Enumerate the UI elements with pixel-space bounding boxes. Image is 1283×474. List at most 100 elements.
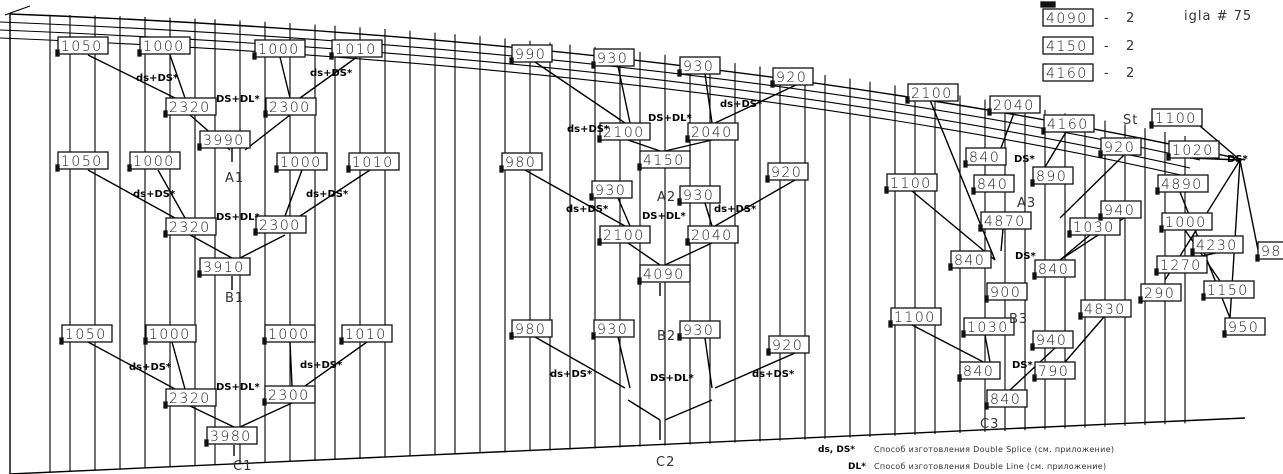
- length-value: 1050: [65, 327, 107, 343]
- link-line: [524, 169, 626, 227]
- length-box: 4830: [1078, 299, 1132, 320]
- method-label: ds+DS*: [133, 189, 176, 200]
- node-label: C3: [980, 417, 999, 432]
- link-line: [169, 54, 186, 99]
- node-label: A3: [1017, 196, 1036, 211]
- method-label: ds+DS*: [550, 369, 593, 380]
- length-box: 2320: [163, 97, 217, 118]
- length-value: 4870: [984, 214, 1026, 230]
- link-line: [627, 399, 661, 421]
- length-box: 2320: [163, 217, 217, 238]
- length-value: 2320: [169, 220, 211, 236]
- length-box: 840: [948, 250, 992, 271]
- length-value: 930: [597, 322, 628, 338]
- link-line: [189, 405, 235, 428]
- length-value: 920: [776, 70, 807, 86]
- length-value: 2100: [603, 125, 645, 141]
- length-value: 1100: [894, 310, 936, 326]
- legend-qty: 2: [1126, 66, 1135, 81]
- length-box: 1100: [1149, 108, 1203, 129]
- method-label: ds+DS*: [300, 360, 343, 371]
- length-box: 2040: [987, 95, 1041, 116]
- length-box: 2040: [685, 225, 739, 246]
- length-box: 1000: [137, 36, 191, 57]
- length-value: 2100: [911, 86, 953, 102]
- link-line: [617, 197, 631, 227]
- method-label: DS+DL*: [216, 212, 261, 223]
- length-box: 1010: [329, 39, 383, 60]
- node-label: A2: [657, 190, 676, 205]
- legend-qty: 2: [1126, 39, 1135, 54]
- link-line: [1199, 125, 1241, 161]
- method-label: ds+DS*: [310, 68, 353, 79]
- length-box: 940: [1030, 330, 1074, 351]
- length-box: 3980: [204, 426, 258, 447]
- link-line: [1059, 234, 1091, 261]
- length-box: 1150: [1201, 280, 1255, 301]
- length-value: 1150: [1207, 283, 1249, 299]
- length-value: 4890: [1161, 177, 1203, 193]
- link-line: [244, 114, 291, 151]
- length-value: 3990: [203, 133, 245, 149]
- length-box: 1010: [346, 152, 400, 173]
- link-line: [1064, 316, 1105, 363]
- link-line: [87, 54, 176, 99]
- length-box: 840: [1032, 259, 1076, 280]
- length-box: 920: [766, 335, 810, 356]
- length-box: 4150: [637, 150, 691, 171]
- length-box: 2040: [685, 122, 739, 143]
- link-line: [289, 341, 293, 387]
- length-value: 900: [990, 285, 1021, 301]
- length-box: 1030: [961, 317, 1015, 338]
- length-box: 1100: [888, 307, 942, 328]
- link-line: [239, 402, 293, 428]
- method-label: DS+DL*: [642, 211, 687, 222]
- length-box: 980: [509, 319, 553, 340]
- length-box: 930: [591, 48, 635, 69]
- length-box: 950: [1222, 317, 1266, 338]
- legend-code: 4160: [1046, 66, 1088, 82]
- length-box: 2100: [597, 122, 651, 143]
- method-labels: ds+DS*ds+DS*DS+DL*ds+DS*ds+DS*DS+DL*ds+D…: [129, 68, 1249, 393]
- length-value: 2100: [603, 228, 645, 244]
- link-line: [911, 190, 996, 261]
- link-line: [704, 337, 713, 389]
- length-value: 1000: [280, 155, 322, 171]
- length-value: 1010: [335, 42, 377, 58]
- link-line: [984, 334, 991, 363]
- length-value: 2320: [169, 391, 211, 407]
- link-line: [627, 242, 661, 266]
- length-value: 3910: [203, 260, 245, 276]
- length-box: 1030: [1067, 217, 1121, 238]
- length-box: 2300: [253, 215, 307, 236]
- link-line: [299, 169, 371, 217]
- node-label: A1: [225, 171, 244, 186]
- length-value: 950: [1228, 320, 1259, 336]
- length-box: 1020: [1166, 140, 1220, 161]
- node-label: B2: [657, 329, 676, 344]
- length-value: 290: [1144, 286, 1175, 302]
- length-value: 1050: [61, 39, 103, 55]
- link-line: [1044, 131, 1067, 168]
- length-box: 4160: [1041, 114, 1095, 135]
- method-label: DS*: [1015, 251, 1037, 262]
- footnote-key: ds, DS*: [818, 445, 855, 455]
- link-line: [1009, 347, 1056, 391]
- length-value: 2040: [691, 228, 733, 244]
- length-value: 1000: [258, 42, 300, 58]
- length-box: 900: [984, 282, 1028, 303]
- connection-lines: [87, 54, 1259, 456]
- legend-code: 4090: [1046, 11, 1088, 27]
- length-value: 1030: [967, 320, 1009, 336]
- length-box: 930: [677, 56, 721, 77]
- method-label: DS+DL*: [216, 382, 261, 393]
- length-box: 1050: [55, 151, 109, 172]
- length-box: 790: [1032, 361, 1076, 382]
- length-box: 2300: [263, 97, 317, 118]
- method-label: DS+DL*: [216, 94, 261, 105]
- length-box: 4890: [1155, 174, 1209, 195]
- length-box: 1050: [59, 324, 113, 345]
